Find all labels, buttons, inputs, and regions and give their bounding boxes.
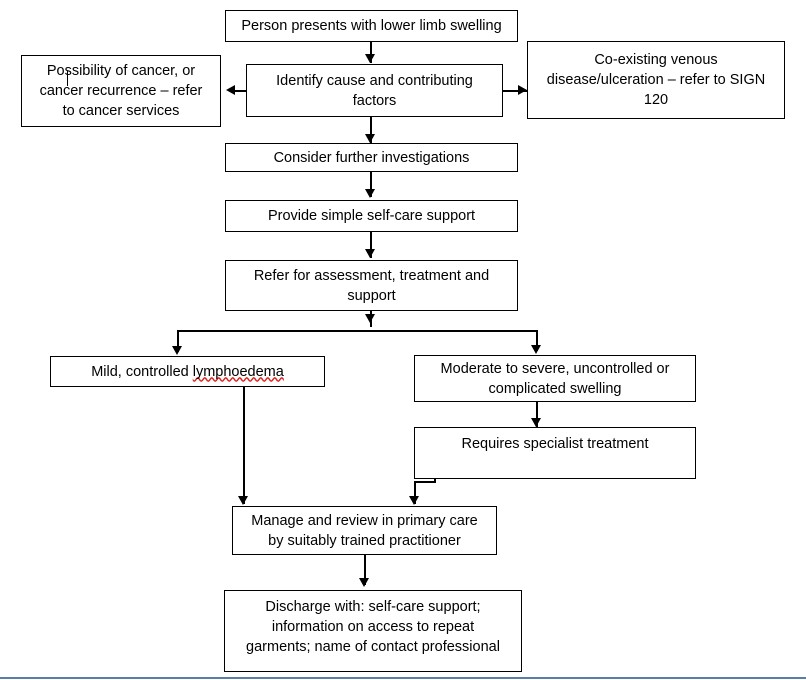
node-person-presents[interactable]: Person presents with lower limb swelling <box>225 10 518 42</box>
edge-split-to-moderate-arrow <box>531 345 541 354</box>
edge-mild-to-manage-arrow <box>238 496 248 505</box>
node-mild-controlled-lymphoedema[interactable]: Mild, controlled lymphoedema <box>50 356 325 387</box>
edge-identify-to-venous-arrow <box>518 85 527 95</box>
node-possibility-of-cancer[interactable]: Possibility of cancer, or cancer recurre… <box>21 55 221 127</box>
edge-manage-to-discharge-line <box>364 555 366 585</box>
node-consider-further-investigations-label: Consider further investigations <box>273 149 470 166</box>
edge-specialist-elbow-h <box>414 481 436 483</box>
edge-specialist-to-manage-line <box>414 481 416 504</box>
node-co-existing-venous-disease-label: Co-existing venous disease/ulceration – … <box>546 52 766 108</box>
edge-split-to-moderate-line <box>536 330 538 351</box>
edge-presents-to-identify-arrow <box>365 54 375 63</box>
node-moderate-to-severe-swelling-label: Moderate to severe, uncontrolled or comp… <box>440 360 670 397</box>
node-manage-and-review[interactable]: Manage and review in primary care by sui… <box>232 506 497 555</box>
edge-moderate-to-specialist-line <box>536 401 538 427</box>
node-possibility-of-cancer-label: Possibility of cancer, or cancer recurre… <box>39 63 203 119</box>
node-mild-misspelled-word: lymphoedema <box>192 363 284 380</box>
node-identify-cause[interactable]: Identify cause and contributing factors <box>246 64 503 117</box>
edge-split-to-mild-line <box>177 330 179 352</box>
edge-identify-to-investigations-line <box>370 117 372 143</box>
node-refer-for-assessment[interactable]: Refer for assessment, treatment and supp… <box>225 260 518 311</box>
node-requires-specialist-treatment[interactable]: Requires specialist treatment <box>414 427 696 479</box>
node-co-existing-venous-disease[interactable]: Co-existing venous disease/ulceration – … <box>527 41 785 119</box>
node-mild-prefix-text: Mild, controlled <box>91 363 193 380</box>
edge-mild-to-manage-line <box>243 386 245 504</box>
node-mild-controlled-lymphoedema-label: Mild, controlled lymphoedema <box>57 362 318 382</box>
node-person-presents-label: Person presents with lower limb swelling <box>241 18 502 34</box>
edge-identify-to-venous-line <box>503 90 527 92</box>
edge-presents-to-identify-line <box>370 41 372 63</box>
node-requires-specialist-treatment-label: Requires specialist treatment <box>461 436 649 452</box>
node-refer-for-assessment-label: Refer for assessment, treatment and supp… <box>253 267 490 304</box>
text-cursor-caret <box>67 71 69 86</box>
edge-specialist-drop <box>434 478 436 483</box>
edge-investigations-to-selfcare-arrow <box>365 189 375 198</box>
node-provide-simple-self-care-support[interactable]: Provide simple self-care support <box>225 200 518 232</box>
edge-identify-to-cancer-arrow <box>226 85 235 95</box>
edge-investigations-to-selfcare-line <box>370 172 372 197</box>
node-discharge-with-label: Discharge with: self-care support; infor… <box>246 599 500 655</box>
node-consider-further-investigations[interactable]: Consider further investigations <box>225 143 518 172</box>
edge-moderate-to-specialist-arrow <box>531 418 541 427</box>
edge-specialist-to-manage-arrow <box>409 496 419 505</box>
edge-split-bus <box>177 330 537 332</box>
edge-split-to-mild-arrow <box>172 346 182 355</box>
edge-manage-to-discharge-arrow <box>359 578 369 587</box>
edge-identify-to-investigations-arrow <box>365 134 375 143</box>
node-discharge-with[interactable]: Discharge with: self-care support; infor… <box>224 590 522 672</box>
node-identify-cause-label: Identify cause and contributing factors <box>276 72 473 109</box>
node-moderate-to-severe-swelling[interactable]: Moderate to severe, uncontrolled or comp… <box>414 355 696 402</box>
edge-selfcare-to-refer-line <box>370 232 372 258</box>
node-manage-and-review-label: Manage and review in primary care by sui… <box>251 512 478 549</box>
edge-refer-split-arrow <box>365 314 375 323</box>
edge-selfcare-to-refer-arrow <box>365 249 375 258</box>
page-bottom-rule <box>0 677 806 679</box>
node-provide-simple-self-care-support-label: Provide simple self-care support <box>267 208 476 224</box>
